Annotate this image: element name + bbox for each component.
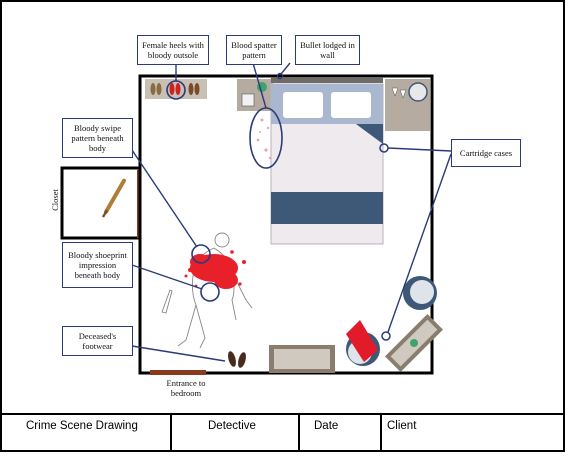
callout-bloody-swipe: Bloody swipe pattern beneath body xyxy=(62,118,133,158)
title-block-cell: Client xyxy=(382,414,565,452)
callout-cartridge-cases: Cartridge cases xyxy=(451,139,521,167)
title-block: Crime Scene Drawing Detective Date Clien… xyxy=(0,414,565,452)
cartridge-marker-bottom xyxy=(381,331,391,341)
blood-pool xyxy=(184,250,246,289)
deceased-footwear-icon xyxy=(228,351,246,368)
callout-blood-spatter: Blood spatter pattern xyxy=(226,35,282,65)
title-block-cell: Crime Scene Drawing xyxy=(0,414,172,452)
red-garment-icon xyxy=(346,320,378,362)
side-table xyxy=(385,314,443,372)
title-block-cell: Date xyxy=(300,414,382,452)
blanket-fold xyxy=(356,124,383,144)
bed xyxy=(270,83,384,245)
baseball-bat-icon xyxy=(101,178,126,218)
callout-bullet-lodged: Bullet lodged in wall xyxy=(295,35,360,65)
bed-wall-strip xyxy=(271,77,383,83)
armchair-upper xyxy=(403,276,437,310)
entrance-label: Entrance to bedroom xyxy=(166,378,206,398)
callout-deceased-footwear: Deceased's footwear xyxy=(62,326,133,356)
crime-scene-drawing-label: Crime Scene Drawing xyxy=(26,420,138,432)
glass-icon xyxy=(399,89,407,99)
nightstand-right xyxy=(385,79,430,131)
shoe-rack xyxy=(145,79,207,99)
bullet-marker xyxy=(276,72,284,80)
knife-icon xyxy=(161,289,173,314)
callout-bloody-shoeprint: Bloody shoeprint impression beneath body xyxy=(62,242,133,288)
nightstand-left xyxy=(237,79,273,111)
detective-field[interactable]: Detective xyxy=(208,420,256,432)
armchair-lower xyxy=(346,320,380,366)
client-field[interactable]: Client xyxy=(387,420,417,432)
pillow-right xyxy=(331,92,371,118)
callout-female-heels: Female heels with bloody outsole xyxy=(137,35,209,65)
swipe-evidence-circle xyxy=(191,244,211,264)
date-field[interactable]: Date xyxy=(314,420,339,432)
clock-icon xyxy=(408,82,428,102)
book-icon xyxy=(241,93,255,107)
bench xyxy=(269,345,335,373)
closet xyxy=(60,166,143,240)
leader-lines xyxy=(131,62,452,362)
glass-icon xyxy=(391,87,399,97)
bed-blanket xyxy=(271,192,383,224)
blood-spatter-marks xyxy=(256,118,272,160)
shoeprint-evidence-circle xyxy=(200,282,220,302)
closet-label: Closet xyxy=(50,189,60,211)
entrance-door[interactable] xyxy=(150,370,206,375)
title-block-cell: Detective xyxy=(172,414,300,452)
plant-icon xyxy=(410,339,418,347)
pillow-left xyxy=(283,92,323,118)
